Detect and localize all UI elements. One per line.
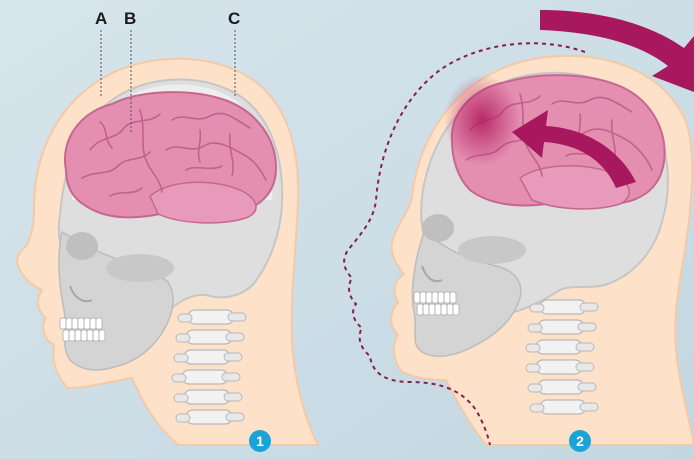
label-a: A — [95, 10, 107, 27]
impact-bruise — [444, 74, 520, 166]
cheekbone — [458, 236, 526, 264]
brain — [65, 92, 276, 223]
label-b: B — [124, 10, 136, 27]
upper-teeth — [414, 292, 456, 303]
panel-1-number-badge: 1 — [249, 430, 271, 452]
upper-teeth — [60, 318, 102, 329]
cheekbone — [106, 254, 174, 282]
panel-2-number-badge: 2 — [569, 430, 591, 452]
label-c: C — [228, 10, 240, 27]
lower-teeth — [63, 330, 105, 341]
lower-teeth — [417, 304, 459, 315]
eye-socket — [422, 214, 454, 242]
eye-socket — [66, 232, 98, 260]
